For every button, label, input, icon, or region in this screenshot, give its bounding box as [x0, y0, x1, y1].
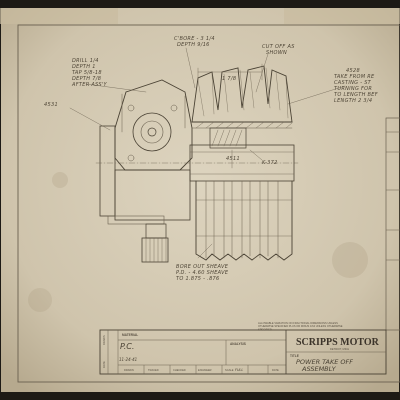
title-label: TITLE	[290, 354, 299, 358]
side-label-drawn: DRAWN	[102, 335, 106, 345]
note-drill: DRILL 1/4 DEPTH 1 TAP 5/8-18 DEPTH 7/8 A…	[71, 58, 108, 88]
mechanical-drawing	[69, 47, 346, 263]
tolerance-note: ALLOWABLE VARIATION ON FRACTIONAL DIMENS…	[258, 321, 343, 331]
sheave-hub	[209, 127, 247, 149]
company-address: DETROIT, MICH	[330, 347, 349, 351]
scale-label: SCALE	[225, 368, 234, 372]
engineer-label: ENGINEER	[198, 368, 212, 372]
paper-stains	[28, 172, 368, 312]
material-label: MATERIAL	[122, 333, 138, 337]
dimension-line-1-7-8	[197, 63, 263, 81]
tape-strip-top-right	[284, 8, 400, 24]
initials-value: P.C.	[120, 342, 134, 351]
dimension-1-7-8: 1 7/8	[222, 76, 236, 82]
tape-strip-top-left	[0, 8, 118, 24]
note-4531: 4531	[44, 102, 58, 108]
note-cutoff: CUT OFF AS SHOWN	[262, 44, 297, 56]
company-name: SCRIPPS MOTOR	[296, 337, 380, 348]
note-cbore: C'BORE - 3 1/4 DEPTH 9/16	[174, 36, 217, 48]
leader-lines	[69, 47, 346, 259]
note-4528: 4528 TAKE FROM RE CASTING - ST TURNING F…	[334, 68, 380, 104]
note-bore: BORE OUT SHEAVE P.D. - 4.60 SHEAVE TO 1.…	[176, 264, 230, 282]
traced-label: TRACED	[148, 368, 159, 372]
drawing-border	[17, 24, 400, 383]
drawn-label: DRAWN	[124, 368, 134, 372]
scale-value: FULL	[235, 368, 243, 372]
annotation-notes: DRILL 1/4 DEPTH 1 TAP 5/8-18 DEPTH 7/8 A…	[44, 36, 380, 282]
title-block: ALLOWABLE VARIATION ON FRACTIONAL DIMENS…	[99, 321, 387, 375]
drawing-title: POWER TAKE OFF ASSEMBLY	[296, 358, 355, 373]
parts-list-frame	[385, 117, 400, 331]
date-value: 11-24-41	[119, 357, 137, 362]
side-label-date: DATE	[102, 361, 106, 368]
housing-body	[99, 79, 193, 225]
note-4511: 4511	[226, 156, 240, 162]
checked-label: CHECKED	[173, 368, 186, 372]
date-label: DATE	[272, 368, 279, 372]
analysis-label: ANALYSIS	[230, 342, 246, 346]
note-k372: K-372	[262, 160, 278, 166]
adjuster-knob	[141, 223, 169, 263]
sheave-lower-elevation	[195, 180, 293, 261]
